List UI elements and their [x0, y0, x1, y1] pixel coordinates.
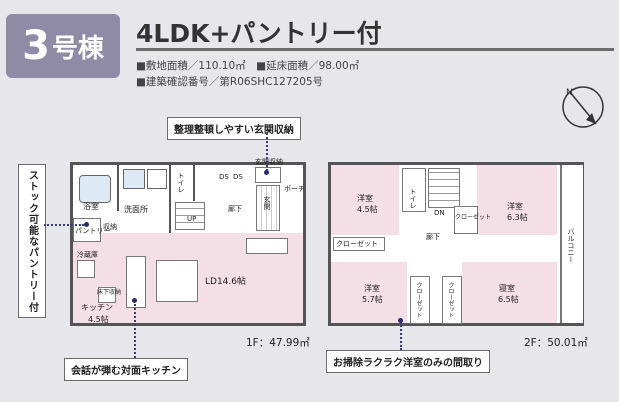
western2-name: 洋室: [507, 202, 523, 211]
callout-storage-leader: [266, 133, 268, 171]
callout-kitchen-dot: [132, 298, 137, 303]
callout-pantry-dot: [84, 222, 89, 227]
genkan-storage: [255, 167, 281, 183]
callout-closet: お掃除ラクラク洋室のみの間取り: [326, 350, 490, 373]
under-floor-storage: [98, 287, 116, 303]
compass-icon: N: [562, 86, 604, 128]
toilet-1f-label: トイレ: [177, 172, 185, 193]
callout-kitchen: 会話が弾む対面キッチン: [64, 358, 188, 381]
building-suffix: 号棟: [51, 33, 104, 64]
closet-2f-1: [333, 237, 385, 251]
title-divider: [136, 48, 614, 51]
closet-2f-3: [410, 276, 430, 324]
western-room-1: [331, 165, 399, 235]
bathtub-icon: [79, 175, 111, 203]
closet-2f-4: [442, 276, 462, 324]
toilet-2f: [402, 168, 426, 212]
kitchen-size-label: 4.5帖: [88, 315, 109, 324]
closet-2f-2: [454, 206, 478, 234]
porch-label: ポーチ: [284, 185, 305, 193]
western1-size: 4.5帖: [357, 205, 378, 214]
sofa-icon: [246, 238, 288, 254]
callout-closet-dot: [398, 318, 403, 323]
stairs-up-label: UP: [187, 215, 197, 223]
callout-storage: 整理整頓しやすい玄関収納: [167, 117, 301, 140]
stairs-1f: [175, 202, 205, 230]
western3-name: 洋室: [364, 284, 380, 293]
building-number-badge: 3 号棟: [6, 14, 120, 78]
toilet-2f-label: トイレ: [409, 188, 417, 209]
hall-2f-label: 廊下: [426, 233, 440, 241]
bath: [73, 165, 119, 211]
genkan: [256, 185, 280, 231]
western3-size: 5.7帖: [362, 295, 383, 304]
balcony: [560, 165, 583, 323]
balcony-label: バルコニー: [567, 228, 575, 263]
spec-line-permit: ■建築確認番号／第R06SHC127205号: [136, 76, 324, 88]
ld-label: LD14.6帖: [205, 277, 246, 287]
callout-closet-leader: [400, 322, 402, 350]
kitchen-name-label: キッチン: [81, 303, 113, 312]
under-floor-label: 床下収納: [97, 289, 122, 296]
bedroom-name: 寝室: [499, 284, 515, 293]
closet-2f-1-label: クローゼット: [336, 240, 378, 248]
western2-size: 6.3帖: [507, 213, 528, 222]
refrigerator-icon: [77, 260, 95, 278]
compass-north-label: N: [566, 88, 573, 98]
closet-2f-2-label: クローゼット: [455, 214, 492, 221]
callout-pantry: ストック可能なパントリー付: [18, 164, 46, 318]
pantry-label: パントリー: [75, 227, 111, 235]
closet-2f-4-label: クローゼット: [447, 282, 454, 318]
toilet-1f: [171, 165, 195, 201]
sink-icon: [147, 169, 167, 189]
spec-line-area: ■敷地面積／110.10㎡ ■延床面積／98.00㎡: [136, 60, 360, 72]
washing-machine-icon: [123, 169, 145, 189]
floor2-area: 2F：50.01㎡: [524, 337, 588, 349]
callout-kitchen-leader: [134, 300, 136, 358]
callout-storage-dot: [264, 170, 269, 175]
washroom-label: 洗面所: [124, 205, 148, 214]
washroom: [119, 165, 171, 233]
callout-pantry-leader: [44, 224, 84, 226]
fridge-label: 冷蔵庫: [77, 251, 98, 259]
kitchen-counter: [126, 256, 146, 308]
bedroom-size: 6.5帖: [498, 295, 519, 304]
floor1-area: 1F：47.99㎡: [246, 337, 310, 349]
storage-1f-label: 収納: [103, 223, 117, 231]
dining-table-icon: [156, 260, 198, 302]
ds-label-1: DS: [219, 173, 229, 181]
genkan-label: 玄関: [263, 196, 271, 210]
stairs-2f: [428, 168, 460, 208]
stairs-dn-label: DN: [434, 209, 445, 217]
western-room-2: [477, 165, 557, 235]
western1-name: 洋室: [357, 194, 373, 203]
layout-title: 4LDK+パントリー付: [136, 19, 382, 48]
hall-1f-label: 廊下: [228, 205, 242, 213]
western-room-3: [331, 262, 407, 323]
master-bedroom: [462, 262, 557, 323]
bath-label: 浴室: [83, 202, 99, 211]
ds-label-2: DS: [233, 173, 243, 181]
closet-2f-3-label: クローゼット: [415, 282, 422, 318]
building-number: 3: [22, 23, 50, 69]
genkan-storage-label: 玄関収納: [255, 158, 283, 166]
